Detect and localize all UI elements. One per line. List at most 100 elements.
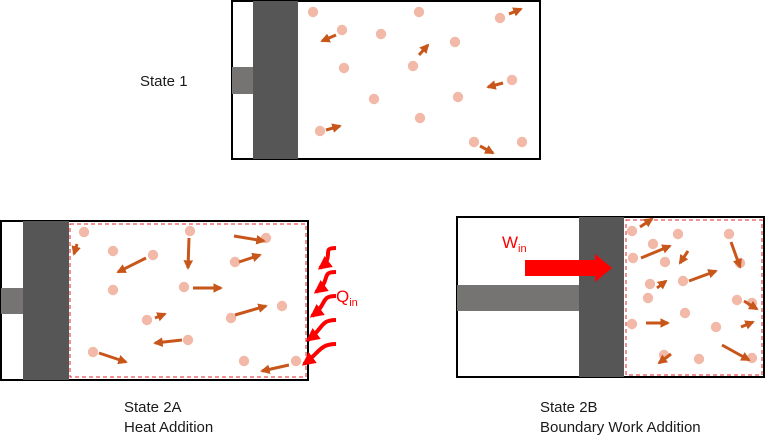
gas-molecule [452,91,464,103]
gas-molecule [672,228,684,240]
velocity-arrow [657,352,672,365]
heat-in-label: Qin [336,287,358,313]
gas-molecule [229,256,241,268]
velocity-arrow [71,243,81,256]
gas-molecule [184,225,196,237]
state2a-molecules [78,225,302,367]
gas-molecule [225,312,237,324]
state2b-system-boundary [625,219,763,376]
state2a-piston [23,221,69,380]
gas-molecule [375,28,387,40]
heat-arrow [309,294,337,318]
gas-molecule [307,6,319,18]
velocity-arrow [721,343,751,362]
gas-molecule [723,228,735,240]
gas-molecule [731,294,743,306]
work-symbol: W [502,233,519,252]
velocity-arrow [508,7,523,17]
gas-molecule [626,318,638,330]
work-subscript: in [518,243,527,255]
state1-label: State 1 [140,73,188,90]
state2a-system-boundary [69,223,307,378]
state2a-subtitle: Heat Addition [124,419,214,436]
gas-molecule [276,300,288,312]
heat-arrow [313,270,337,294]
state2a-system [0,220,337,381]
velocity-arrow [98,351,128,365]
state2a-title: State 2A [124,399,182,416]
heat-arrow [305,318,337,342]
state2a-piston-rod [1,288,23,314]
velocity-arrow [238,252,262,264]
state1-system [231,0,541,160]
gas-molecule [516,136,528,148]
state1-piston-rod [232,67,253,94]
gas-molecule [141,314,153,326]
gas-molecule [642,292,654,304]
gas-molecule [368,93,380,105]
velocity-arrow [183,237,194,270]
velocity-arrow [729,241,742,269]
velocity-arrow [479,144,495,155]
gas-molecule [182,334,194,346]
state2b-velocity-arrows [639,217,759,365]
velocity-arrow [688,269,718,283]
gas-molecule [659,256,671,268]
velocity-arrow [153,337,183,347]
gas-molecule [627,252,639,264]
gas-molecule [314,125,326,137]
heat-arrow [301,342,337,366]
state1-molecules [307,6,528,148]
gas-molecule [78,226,90,238]
velocity-arrow [116,256,147,274]
state1-velocity-arrows [320,7,523,155]
state2b-piston [579,217,624,377]
velocity-arrow [743,299,759,311]
state2a-velocity-arrows [71,234,290,375]
velocity-arrow [640,244,672,260]
velocity-arrow [234,303,268,317]
heat-symbol: Q [336,287,350,306]
heat-transfer-arrows [301,246,337,366]
state2b-system [456,216,765,378]
velocity-arrow [260,363,290,375]
heat-subscript: in [349,297,358,309]
gas-molecule [647,238,659,250]
velocity-arrow [325,123,342,133]
gas-molecule [506,74,518,86]
velocity-arrow [486,80,504,90]
gas-molecule [468,136,480,148]
gas-molecule [679,307,691,319]
work-input-arrow [525,254,612,282]
state2b-subtitle: Boundary Work Addition [540,419,701,436]
gas-molecule [107,245,119,257]
velocity-arrow [233,234,266,245]
gas-molecule [413,6,425,18]
gas-molecule [107,284,119,296]
heat-arrow [317,246,337,270]
gas-molecule [414,112,426,124]
gas-molecule [710,321,722,333]
velocity-arrow [740,320,755,330]
velocity-arrow [154,312,167,322]
gas-molecule [644,278,656,290]
gas-molecule [693,353,705,365]
gas-molecule [407,60,419,72]
gas-molecule [178,281,190,293]
gas-molecule [336,24,348,36]
gas-molecule [87,346,99,358]
gas-molecule [238,355,250,367]
gas-molecule [449,36,461,48]
velocity-arrow [417,43,430,57]
gas-molecule [147,249,159,261]
gas-molecule [494,12,506,24]
velocity-arrow [656,279,668,290]
velocity-arrow [678,250,690,265]
velocity-arrow [320,33,337,43]
gas-molecule [290,355,302,367]
velocity-arrow [639,217,654,229]
state2b-title: State 2B [540,399,598,416]
work-in-label: Win [502,233,527,259]
gas-molecule [338,62,350,74]
